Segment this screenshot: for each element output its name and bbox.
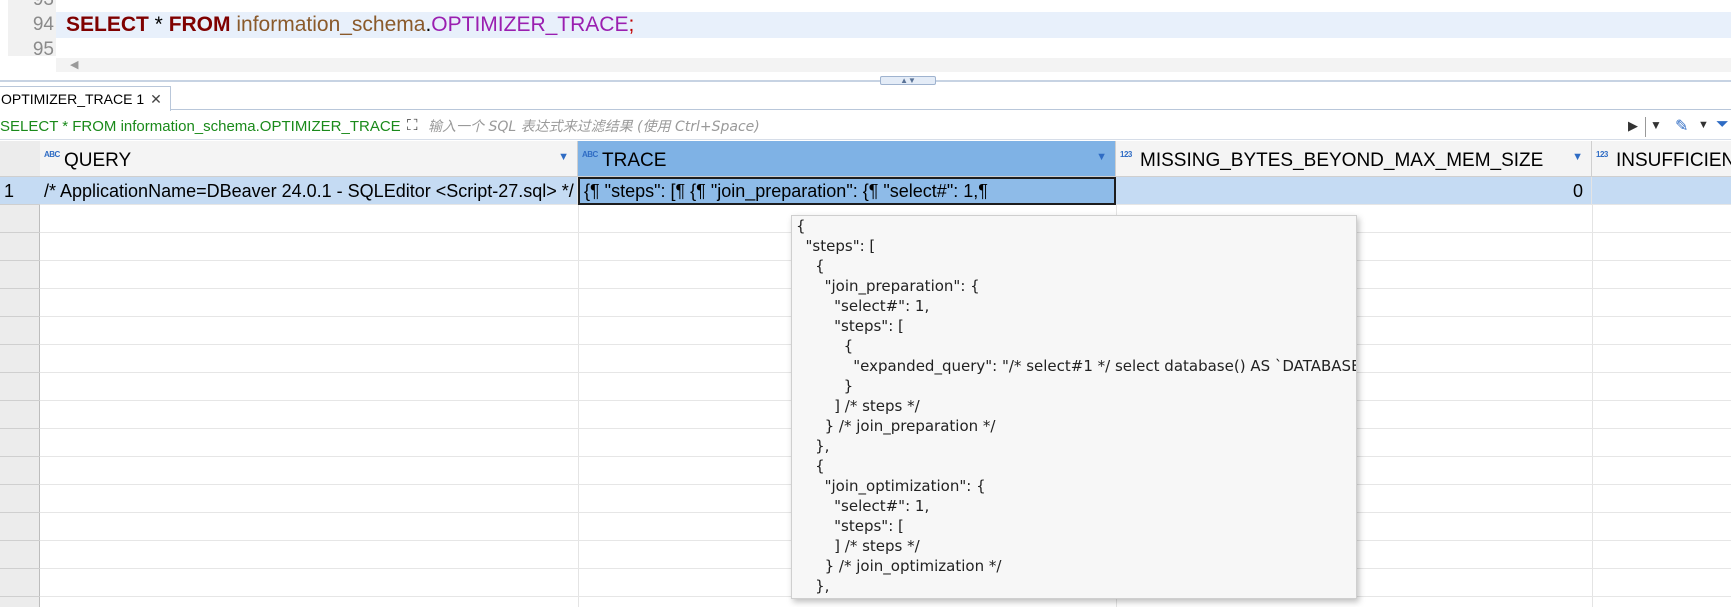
eraser-icon[interactable]: ✎ xyxy=(1675,118,1689,135)
row-number xyxy=(0,261,40,289)
cell-insufficient-privileges[interactable] xyxy=(1592,177,1731,205)
line-number-gutter: 93 94 95 xyxy=(8,0,56,60)
results-tab-bar: OPTIMIZER_TRACE 1 ✕ xyxy=(0,86,1731,111)
row-number xyxy=(0,289,40,317)
row-number xyxy=(0,541,40,569)
row-number xyxy=(0,457,40,485)
active-query-label: SELECT * FROM information_schema.OPTIMIZ… xyxy=(0,118,401,135)
sql-editor[interactable]: 93 94 95 SELECT * FROM information_schem… xyxy=(0,0,1731,60)
tooltip-line: }, xyxy=(796,577,830,595)
tooltip-line: "join_optimization": { xyxy=(796,477,986,495)
column-header-missing-bytes[interactable]: 123 MISSING_BYTES_BEYOND_MAX_MEM_SIZE ▼ xyxy=(1116,141,1592,177)
tooltip-line: "select#": 1, xyxy=(796,497,930,515)
row-number-column: 1 xyxy=(0,141,40,607)
filter-expression-input[interactable] xyxy=(428,116,1628,138)
current-line-highlight xyxy=(56,12,1731,38)
column-title: MISSING_BYTES_BEYOND_MAX_MEM_SIZE xyxy=(1140,150,1544,171)
expand-icon[interactable]: ⛶ xyxy=(407,117,418,134)
scroll-left-icon[interactable]: ◀ xyxy=(70,59,79,71)
divider xyxy=(1645,117,1646,137)
column-divider xyxy=(578,177,579,607)
sql-semicolon: ; xyxy=(628,13,635,36)
row-number xyxy=(0,205,40,233)
filter-history-dropdown-icon[interactable]: ▼ xyxy=(1650,118,1662,132)
row-number[interactable]: 1 xyxy=(0,177,40,205)
sql-table-name: OPTIMIZER_TRACE xyxy=(431,13,629,36)
result-grid[interactable]: 1 ABC QUERY ▼ ABC TRACE ▼ 123 MISSING_BY… xyxy=(0,141,1731,607)
sql-star: * xyxy=(148,13,169,36)
text-type-icon: ABC xyxy=(44,150,60,159)
tooltip-line: { xyxy=(796,217,806,235)
column-header-insufficient-privileges[interactable]: 123 INSUFFICIENT_PRIVILEGES xyxy=(1592,141,1731,177)
sql-keyword: SELECT xyxy=(66,13,149,36)
row-number xyxy=(0,429,40,457)
result-filter-bar: SELECT * FROM information_schema.OPTIMIZ… xyxy=(0,114,1731,140)
tooltip-line: { xyxy=(796,257,825,275)
text-type-icon: ABC xyxy=(582,150,598,159)
column-header-query[interactable]: ABC QUERY ▼ xyxy=(40,141,578,177)
apply-filter-icon[interactable]: ▶ xyxy=(1628,118,1638,133)
line-number: 93 xyxy=(8,0,54,12)
tooltip-line: "steps": [ xyxy=(796,317,904,335)
tooltip-line: } xyxy=(796,377,854,395)
row-number xyxy=(0,345,40,373)
chevron-down-icon[interactable]: ▼ xyxy=(558,151,569,163)
column-title: TRACE xyxy=(602,150,667,171)
cell-missing-bytes[interactable]: 0 xyxy=(1116,177,1592,205)
sql-keyword: FROM xyxy=(168,13,231,36)
cell-query[interactable]: /* ApplicationName=DBeaver 24.0.1 - SQLE… xyxy=(40,177,578,205)
cell-value-tooltip: { "steps": [ { "join_preparation": { "se… xyxy=(791,215,1357,599)
row-number xyxy=(0,485,40,513)
number-type-icon: 123 xyxy=(1596,150,1608,159)
row-number xyxy=(0,513,40,541)
column-title: INSUFFICIENT_PRIVILEGES xyxy=(1616,150,1731,171)
grid-corner[interactable] xyxy=(0,141,40,177)
chevron-down-icon[interactable]: ▼ xyxy=(1572,151,1583,163)
funnel-icon[interactable]: ⏷ xyxy=(1716,116,1729,133)
chevron-down-icon[interactable]: ▼ xyxy=(1096,151,1107,163)
panel-splitter[interactable] xyxy=(0,80,1731,82)
tooltip-line: "expanded_query": "/* select#1 */ select… xyxy=(796,357,1357,375)
sql-dot: . xyxy=(425,13,432,36)
tab-label: OPTIMIZER_TRACE 1 xyxy=(1,91,145,107)
tooltip-line: "steps": [ xyxy=(796,237,876,255)
row-number xyxy=(0,401,40,429)
editor-horizontal-scrollbar[interactable] xyxy=(56,58,1731,72)
splitter-grip-icon[interactable]: ▲▼ xyxy=(880,76,936,85)
tooltip-line: { xyxy=(796,457,825,475)
row-number xyxy=(0,569,40,597)
tooltip-line: ] /* steps */ xyxy=(796,537,920,555)
sql-statement[interactable]: SELECT * FROM information_schema.OPTIMIZ… xyxy=(66,13,634,37)
tooltip-line: } /* join_preparation */ xyxy=(796,417,996,435)
column-divider xyxy=(1592,177,1593,607)
sql-schema-name: information_schema xyxy=(236,13,426,36)
tooltip-line: { xyxy=(796,337,854,355)
line-number: 94 xyxy=(32,14,54,35)
tooltip-line: "join_preparation": { xyxy=(796,277,980,295)
number-type-icon: 123 xyxy=(1120,150,1132,159)
column-header-trace[interactable]: ABC TRACE ▼ xyxy=(578,141,1116,177)
tooltip-line: }, xyxy=(796,437,830,455)
tooltip-line: "select#": 1, xyxy=(796,297,930,315)
column-title: QUERY xyxy=(64,150,132,171)
row-number xyxy=(0,233,40,261)
chevron-down-icon[interactable]: ▼ xyxy=(1698,119,1709,131)
table-row[interactable]: /* ApplicationName=DBeaver 24.0.1 - SQLE… xyxy=(40,177,1731,205)
close-icon[interactable]: ✕ xyxy=(150,91,162,107)
tooltip-line: "steps": [ xyxy=(796,517,904,535)
row-number xyxy=(0,317,40,345)
tab-optimizer-trace-result[interactable]: OPTIMIZER_TRACE 1 ✕ xyxy=(0,86,171,111)
cell-trace[interactable]: {¶ "steps": [¶ {¶ "join_preparation": {¶… xyxy=(578,177,1116,205)
tooltip-line: } /* join_optimization */ xyxy=(796,557,1002,575)
row-number xyxy=(0,373,40,401)
line-number: 95 xyxy=(32,39,54,60)
tooltip-line: ] /* steps */ xyxy=(796,397,920,415)
